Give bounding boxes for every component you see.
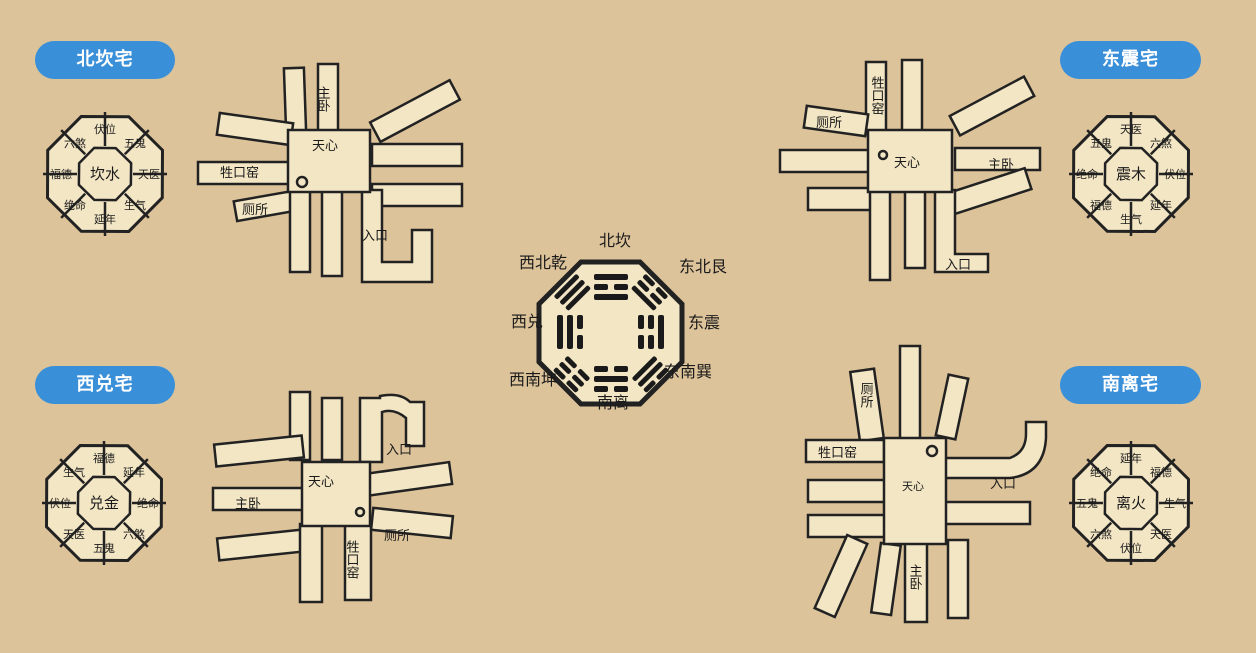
ring-kan: 坎水 伏位 五鬼 天医 生气 延年 绝命 福德 六煞 [22, 91, 188, 257]
bagua-label-east: 东震 [688, 313, 720, 332]
tag-west-dui-house: 西兑宅 [35, 366, 175, 404]
label-rukou: 入口 [990, 477, 1016, 492]
floorplan-dui [211, 390, 455, 604]
ring-star-label: 六煞 [64, 136, 86, 150]
ring-star-label: 福德 [1090, 198, 1112, 212]
label-tianxin: 天心 [894, 156, 920, 171]
label-tianxin: 天心 [308, 475, 334, 490]
bagua-diagram: 北坎 东北艮 东震 东南巽 南离 西南坤 西兑 西北乾 [509, 231, 727, 412]
floorplan-zhen [778, 58, 1042, 282]
ring-center-label: 离火 [1116, 494, 1146, 512]
trigram-marks [553, 274, 669, 393]
ring-star-label: 延年 [1120, 451, 1142, 465]
ring-star-label: 六煞 [1090, 527, 1112, 541]
label-cesuo: 厕所 [242, 203, 268, 218]
bagua-label-south: 南离 [597, 393, 629, 412]
label-tianxin: 天心 [902, 480, 924, 493]
ring-star-label: 五鬼 [93, 541, 115, 555]
bagua-label-northwest: 西北乾 [519, 253, 567, 272]
tianxin-room [866, 128, 954, 194]
ring-star-label: 延年 [123, 465, 145, 479]
ring-star-label: 五鬼 [1076, 496, 1098, 510]
label-zhuwo: 主卧 [235, 497, 261, 512]
tag-south-li-house: 南离宅 [1060, 366, 1201, 404]
ring-star-label: 延年 [1150, 198, 1172, 212]
ring-star-label: 天医 [1120, 123, 1142, 136]
ring-star-label: 绝命 [1076, 167, 1098, 181]
ring-star-label: 天医 [138, 168, 160, 181]
ring-dui: 兑金 福德 延年 绝命 六煞 五鬼 天医 伏位 生气 [21, 420, 187, 586]
ring-star-label: 天医 [63, 528, 85, 541]
label-zhuwo: 主卧 [315, 86, 331, 112]
label-shengkouyao: 牲口窑 [869, 76, 885, 115]
ring-star-label: 伏位 [94, 122, 116, 136]
ring-star-label: 六煞 [1150, 136, 1172, 150]
ring-star-label: 生气 [1120, 212, 1142, 226]
ring-star-label: 五鬼 [124, 136, 146, 150]
label-cesuo: 厕所 [384, 529, 410, 544]
ring-star-label: 绝命 [1090, 465, 1112, 479]
bagua-label-north: 北坎 [599, 231, 631, 250]
label-shengkouyao: 牲口窑 [818, 445, 857, 461]
ring-star-label: 伏位 [1164, 167, 1186, 181]
floorplan-li [804, 344, 1048, 624]
ring-star-label: 伏位 [1120, 541, 1142, 555]
label-cesuo: 厕所 [816, 116, 842, 131]
ring-star-label: 六煞 [123, 527, 145, 541]
ring-zhen: 震木 天医 六煞 伏位 延年 生气 福德 绝命 五鬼 [1048, 91, 1214, 257]
label-zhuwo: 主卧 [988, 158, 1014, 173]
ring-star-label: 生气 [1164, 496, 1186, 510]
ring-center-label: 坎水 [90, 165, 120, 183]
ring-li: 离火 延年 福德 生气 天医 伏位 六煞 五鬼 绝命 [1048, 420, 1214, 586]
bagua-label-northeast: 东北艮 [679, 257, 727, 276]
ring-star-label: 福德 [1150, 465, 1172, 479]
bagua-label-southwest: 西南坤 [509, 370, 557, 389]
label-shengkouyao: 牲口窑 [220, 165, 259, 181]
label-rukou: 入口 [386, 443, 412, 458]
ring-star-label: 延年 [94, 212, 116, 226]
tag-east-zhen-house: 东震宅 [1060, 41, 1201, 79]
ring-star-label: 五鬼 [1090, 136, 1112, 150]
ring-star-label: 生气 [124, 198, 146, 212]
ring-star-label: 福德 [50, 167, 72, 181]
floorplan-kan [196, 62, 464, 284]
label-rukou: 入口 [945, 258, 971, 273]
ring-star-label: 生气 [63, 465, 85, 479]
bagua-label-southeast: 东南巽 [664, 362, 712, 381]
ring-center-label: 兑金 [89, 494, 119, 512]
label-shengkouyao: 牲口窑 [344, 540, 360, 579]
ring-star-label: 天医 [1150, 528, 1172, 541]
ring-star-label: 绝命 [137, 496, 159, 510]
tag-north-kan-house: 北坎宅 [35, 41, 175, 79]
ring-center-label: 震木 [1116, 165, 1146, 183]
label-rukou: 入口 [362, 229, 388, 244]
label-tianxin: 天心 [312, 139, 338, 154]
ring-star-label: 福德 [93, 451, 115, 465]
bagua-label-west: 西兑 [511, 312, 543, 331]
label-zhuwo: 主卧 [907, 564, 923, 590]
ring-star-label: 伏位 [49, 496, 71, 510]
label-cesuo: 厕所 [858, 382, 874, 408]
ring-star-label: 绝命 [64, 198, 86, 212]
